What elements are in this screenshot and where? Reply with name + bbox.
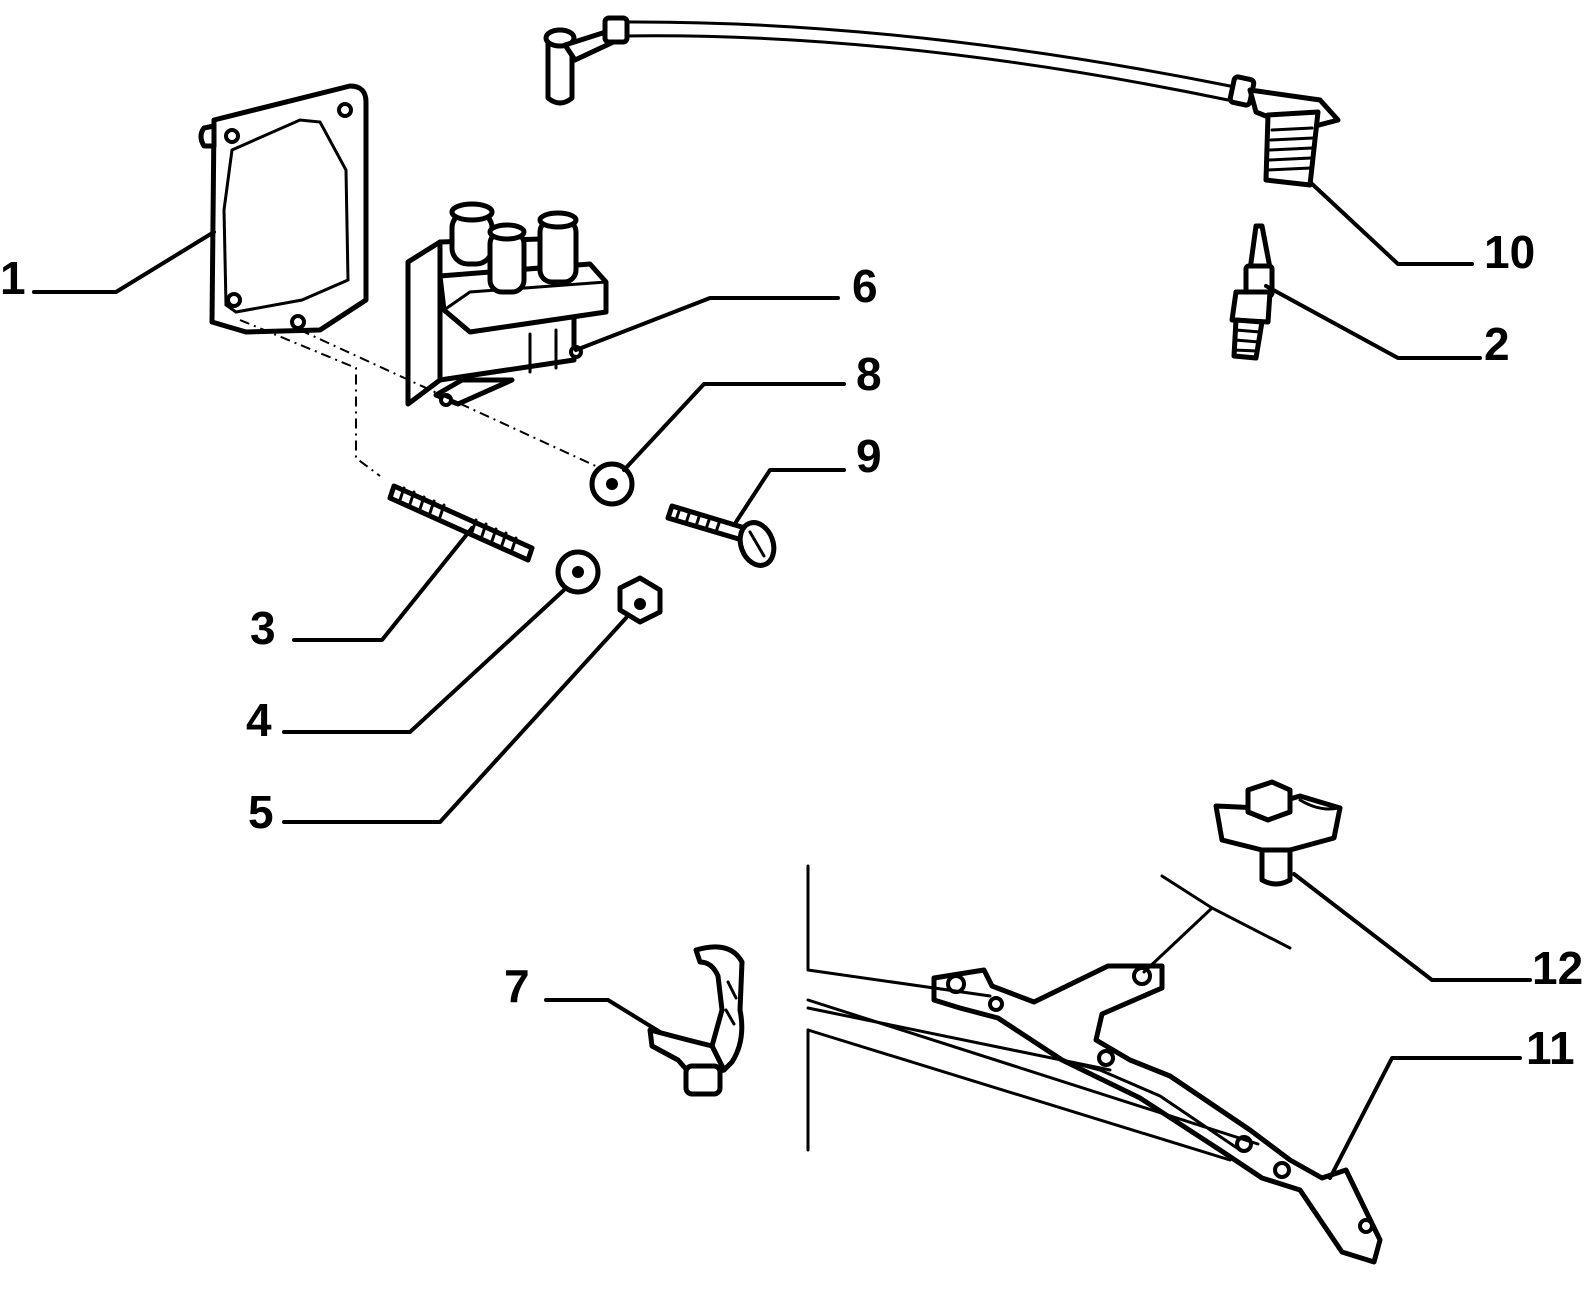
callout-1: 1 bbox=[0, 252, 26, 304]
callout-2: 2 bbox=[1484, 318, 1510, 370]
callout-12: 12 bbox=[1532, 942, 1583, 994]
leader-9 bbox=[734, 468, 846, 524]
leader-6 bbox=[574, 296, 840, 352]
part-2-spark-plug bbox=[1229, 223, 1275, 361]
callout-9: 9 bbox=[856, 430, 882, 482]
callout-10: 10 bbox=[1484, 226, 1535, 278]
callout-3: 3 bbox=[250, 602, 276, 654]
part-11-support-bracket bbox=[931, 963, 1383, 1265]
callout-labels: 1 10 2 6 8 9 3 4 5 7 12 11 bbox=[0, 226, 1583, 1074]
part-1-bracket-plate bbox=[198, 83, 369, 335]
part-4-washer bbox=[555, 549, 601, 595]
leader-11 bbox=[1328, 1056, 1522, 1180]
leader-2 bbox=[1264, 284, 1482, 360]
part-3-stud bbox=[387, 483, 535, 563]
callout-5: 5 bbox=[248, 786, 274, 838]
part-10-ht-lead bbox=[543, 15, 1341, 188]
callout-7: 7 bbox=[504, 960, 530, 1012]
leader-10 bbox=[1308, 180, 1474, 266]
part-6-ignition-coil bbox=[405, 201, 609, 407]
part-5-nut bbox=[617, 575, 663, 625]
leader-5 bbox=[282, 616, 628, 824]
leader-7 bbox=[544, 998, 662, 1034]
leader-lines bbox=[32, 180, 1532, 1180]
part-8-washer bbox=[589, 461, 635, 507]
leader-4 bbox=[282, 588, 566, 734]
leader-8 bbox=[622, 382, 846, 472]
part-12-cap-clip bbox=[1213, 779, 1343, 887]
part-7-wiring-clip bbox=[647, 944, 745, 1097]
leader-3 bbox=[292, 526, 474, 642]
bracket-pointer-lines bbox=[806, 864, 1292, 1162]
leader-1 bbox=[32, 230, 216, 294]
callout-4: 4 bbox=[246, 694, 272, 746]
callout-11: 11 bbox=[1526, 1022, 1575, 1074]
part-9-screw bbox=[665, 503, 777, 568]
callout-8: 8 bbox=[856, 348, 882, 400]
leader-12 bbox=[1292, 872, 1532, 982]
callout-6: 6 bbox=[852, 260, 878, 312]
assembly-lines bbox=[239, 319, 601, 477]
